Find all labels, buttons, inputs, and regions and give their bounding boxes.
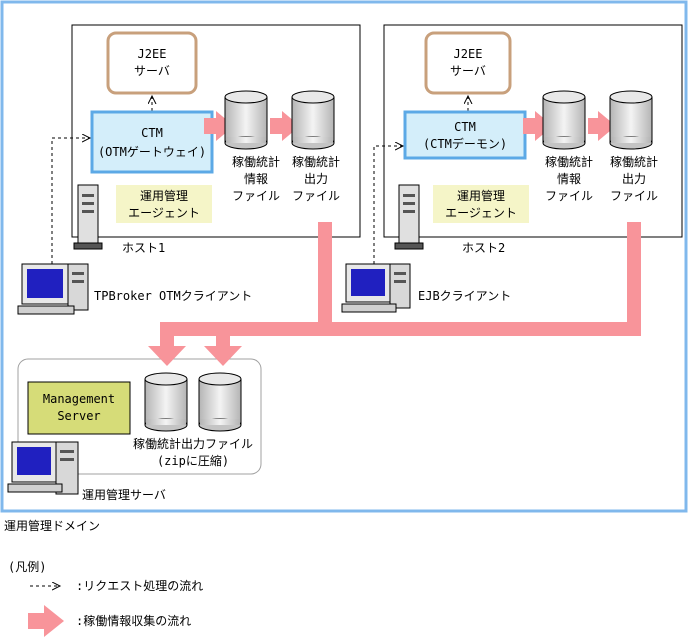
host2-collect-arrow-b [588,111,616,141]
host2-stats-output-label-2: 出力 [622,172,646,186]
host2-stats-output-cylinder [609,90,653,150]
host2-label: ホスト2 [462,241,505,255]
host2-stats-info-label-3: ファイル [545,189,593,203]
host1-stats-info-label-2: 情報 [244,172,268,186]
host1-stats-output-label-3: ファイル [292,189,340,203]
legend-collection-label: :稼働情報収集の流れ [76,613,191,628]
management-zip-cylinder-2 [198,372,242,432]
host1-agent-line2: エージェント [128,206,200,220]
host2-ctm-line1: CTM [454,120,476,134]
host1-server-icon [73,184,103,250]
collection-flow-pipe [148,222,641,366]
host2-ctm-line2: (CTMデーモン) [423,136,507,151]
host1-j2ee-line1: J2EE [138,47,167,61]
host1-ctm-line1: CTM [141,126,163,140]
host1-client-computer-icon [17,263,89,315]
management-zip-cylinder-1 [144,372,188,432]
host1-ctm-line2: (OTMゲートウェイ) [98,145,206,159]
host1-client-request-arrow [51,138,90,264]
management-server-line1: Management [43,392,115,406]
management-server-line2: Server [57,409,100,423]
host1-j2ee-line2: サーバ [134,64,170,78]
legend-request-label: :リクエスト処理の流れ [76,579,203,593]
host2-agent-line1: 運用管理 [457,188,505,203]
host2-client-computer-icon [341,263,411,313]
management-zip-label-1: 稼働統計出力ファイル [133,436,253,451]
host1-stats-info-label-3: ファイル [232,189,280,203]
host2-stats-output-label-3: ファイル [610,189,658,203]
management-server-label: 運用管理サーバ [82,487,166,502]
host1-agent [116,185,212,223]
host2-agent [433,185,529,223]
host2-j2ee-line1: J2EE [454,47,483,61]
host1-label: ホスト1 [122,241,165,255]
host1-stats-output-label-2: 出力 [304,172,328,186]
management-server-computer-icon [7,441,79,495]
host1-collect-arrow-b [270,111,300,141]
domain-label: 運用管理ドメイン [4,518,100,533]
host1-j2ee-server [106,31,198,95]
host2-ctm [403,110,527,160]
host2-stats-output-label-1: 稼働統計 [610,154,658,169]
management-domain-border [0,0,688,513]
host1-stats-info-cylinder [224,90,268,150]
host2-j2ee-line2: サーバ [450,64,486,78]
host1-client-label: TPBroker OTMクライアント [94,289,252,303]
host1-stats-info-label-1: 稼働統計 [232,154,280,169]
legend-title: (凡例) [8,560,46,574]
management-zip-label-2: (zipに圧縮) [157,453,229,468]
host2-stats-info-label-1: 稼働統計 [545,154,593,169]
host1-agent-line1: 運用管理 [140,188,188,203]
host2-stats-info-label-2: 情報 [557,172,581,186]
host2-server-icon [394,184,424,250]
legend-collection-arrow [28,605,64,637]
host2-collect-arrow-a [523,111,553,141]
host2-agent-line2: エージェント [445,206,517,220]
host2-j2ee-server [424,31,512,95]
host1-collect-arrow-a [204,111,234,141]
host1-ctm [90,110,214,174]
host2-client-label: EJBクライアント [418,289,511,303]
host1-stats-output-cylinder [291,90,335,150]
host1-stats-output-label-1: 稼働統計 [292,154,340,169]
management-server-app [27,381,131,435]
host2-stats-info-cylinder [542,90,586,150]
